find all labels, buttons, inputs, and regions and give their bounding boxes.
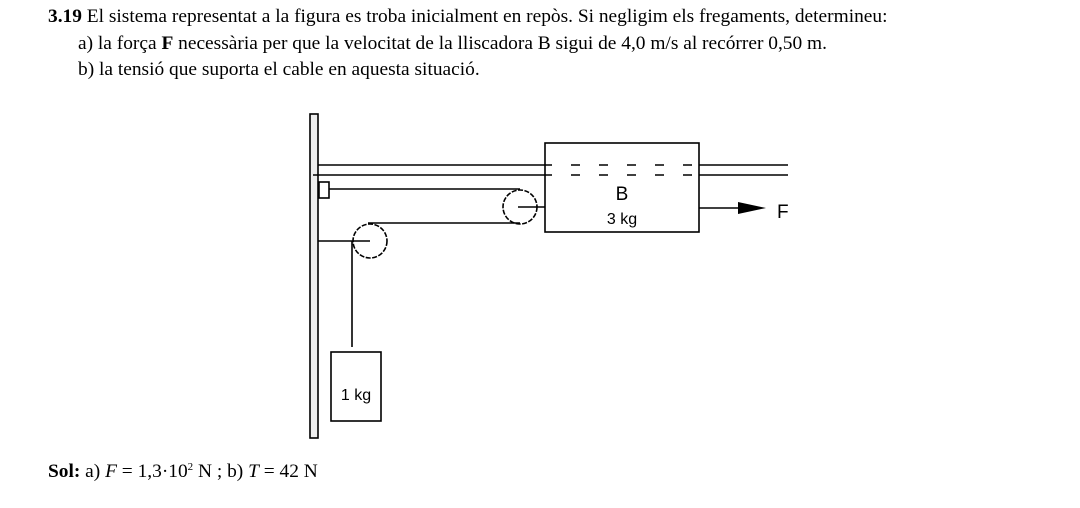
part-a: a) la força F necessària per que la velo… xyxy=(78,33,827,55)
slider-mass: 3 kg xyxy=(607,211,637,228)
solution-label: Sol: xyxy=(48,461,81,482)
problem-number: 3.19 xyxy=(48,6,82,27)
wall xyxy=(309,113,319,439)
part-a-suffix: necessària per que la velocitat de la ll… xyxy=(173,33,827,54)
solution-b-eq: = 42 N xyxy=(258,461,318,482)
solution-a-unit: N ; b) xyxy=(193,461,249,482)
slider-label: B xyxy=(616,184,629,205)
part-a-force: F xyxy=(161,33,174,54)
solution-a-prefix: a) xyxy=(80,461,106,482)
solution: Sol: a) F = 1,3·102 N ; b) T = 42 N xyxy=(48,461,318,483)
statement-text: El sistema representat a la figura es tr… xyxy=(81,6,888,27)
solution-b-var: T xyxy=(248,461,259,482)
slider-block-b xyxy=(544,142,700,233)
force-arrowhead-icon xyxy=(738,202,766,214)
hanging-block xyxy=(330,351,382,422)
problem-statement: 3.19 El sistema representat a la figura … xyxy=(48,6,887,28)
part-a-prefix: a) la força xyxy=(78,33,162,54)
part-b: b) la tensió que suporta el cable en aqu… xyxy=(78,59,480,80)
hanging-mass: 1 kg xyxy=(341,387,371,404)
cable-anchor xyxy=(318,181,330,199)
force-label: F xyxy=(777,202,789,223)
solution-a-var: F xyxy=(105,461,117,482)
solution-a-eq: = 1,3·10 xyxy=(116,461,188,482)
solution-a-exp: 2 xyxy=(187,461,194,473)
